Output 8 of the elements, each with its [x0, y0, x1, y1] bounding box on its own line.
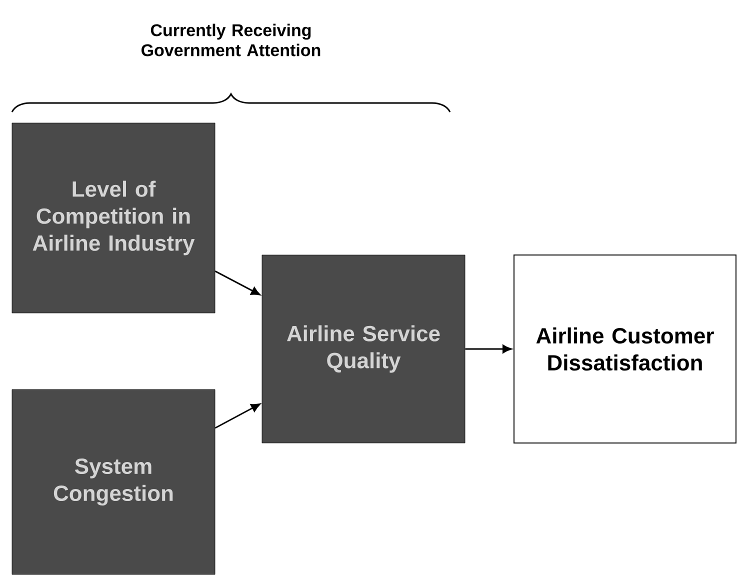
factor-box: System Congestion: [12, 389, 216, 575]
arrow: [214, 270, 260, 296]
factor-box: Airline Service Quality: [262, 254, 466, 444]
title: Currently Receiving Government Attention: [142, 24, 320, 56]
factor-box: Level of Competition in Airline Industry: [12, 122, 216, 314]
outcome-box: Airline Customer Dissatisfaction: [514, 254, 736, 444]
arrow: [465, 344, 512, 354]
arrow: [214, 404, 260, 429]
